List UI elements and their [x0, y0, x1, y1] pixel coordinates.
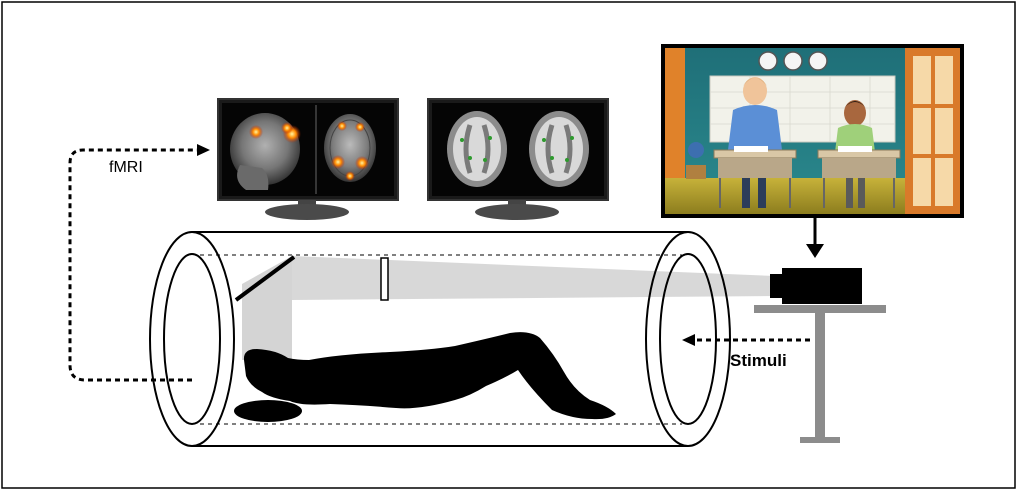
axial-brain-left [447, 111, 507, 187]
beam-slit [381, 258, 388, 300]
stimuli-label: Stimuli [730, 351, 787, 370]
projector [770, 268, 862, 304]
fmri-label: fMRI [109, 159, 143, 176]
classroom-scene-screen [661, 44, 964, 218]
axial-brain-right [529, 111, 589, 187]
